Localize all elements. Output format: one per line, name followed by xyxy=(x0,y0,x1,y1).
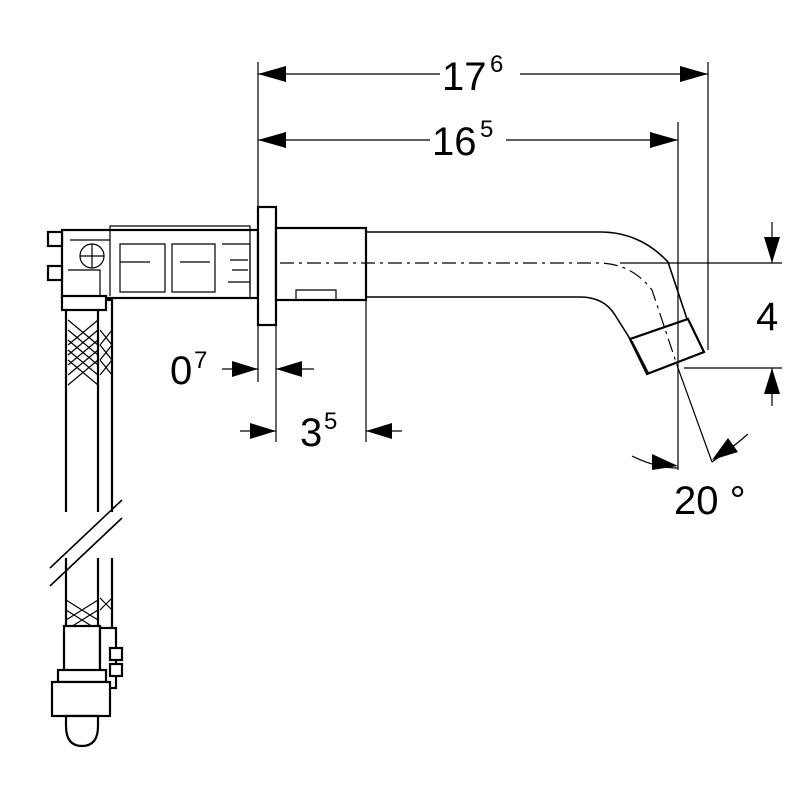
dim-spout-length-sup: 5 xyxy=(480,116,493,143)
dim-sleeve-length: 3 5 xyxy=(240,408,402,455)
sleeve xyxy=(274,226,368,302)
bottom-connector xyxy=(50,624,124,748)
spout-pipe xyxy=(366,231,706,376)
dim-total-length-sup: 6 xyxy=(490,51,503,78)
dim-sleeve-length-sup: 5 xyxy=(324,408,337,435)
dim-total-length: 17 6 xyxy=(258,51,708,99)
concealed-body xyxy=(46,225,260,300)
dim-drop-height-value: 4 xyxy=(756,295,778,339)
dim-spout-length: 16 5 xyxy=(258,116,678,164)
dim-angle: 20 ° xyxy=(631,433,749,523)
dim-flange-thickness-value: 0 xyxy=(170,349,192,393)
dim-spout-length-value: 16 xyxy=(432,120,477,164)
wall-flange xyxy=(256,205,278,327)
dim-flange-thickness: 0 7 xyxy=(170,347,314,393)
center-line xyxy=(280,262,679,369)
dim-sleeve-length-value: 3 xyxy=(300,411,322,455)
supply-hose xyxy=(40,294,130,632)
dim-angle-value: 20 ° xyxy=(674,479,746,523)
dim-drop-height: 4 xyxy=(756,222,780,406)
extension-lines xyxy=(257,62,782,470)
dim-total-length-value: 17 xyxy=(442,55,487,99)
dim-flange-thickness-sup: 7 xyxy=(194,347,207,374)
